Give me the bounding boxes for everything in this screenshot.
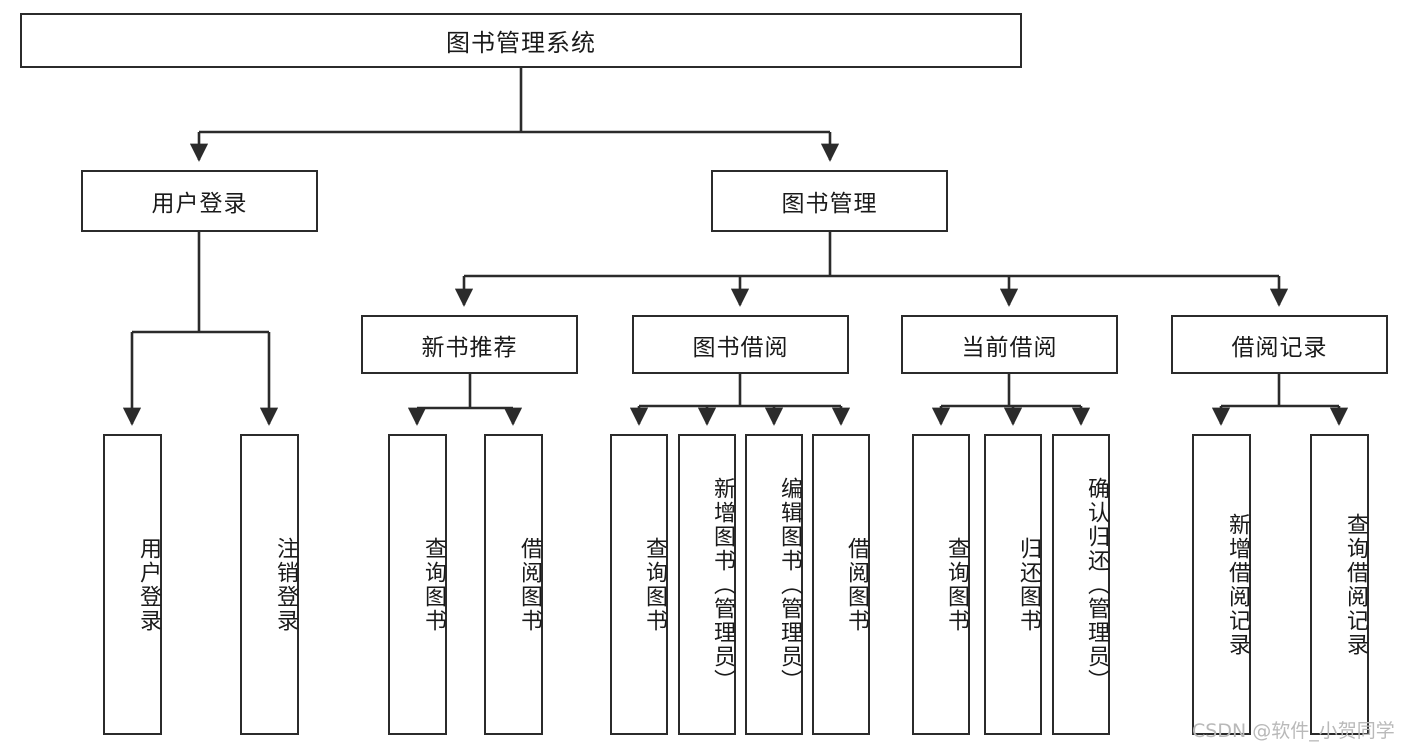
node-book-manage[interactable]: 图书管理 xyxy=(711,170,948,232)
node-user-login[interactable]: 用户登录 xyxy=(81,170,318,232)
node-book-borrow[interactable]: 图书借阅 xyxy=(632,315,849,374)
node-borrow-record[interactable]: 借阅记录 xyxy=(1171,315,1388,374)
leaf-borrow-book-1[interactable]: 借阅图书 xyxy=(484,434,543,735)
node-current-borrow[interactable]: 当前借阅 xyxy=(901,315,1118,374)
node-root[interactable]: 图书管理系统 xyxy=(20,13,1022,68)
leaf-confirm-return[interactable]: 确认归还（管理员） xyxy=(1052,434,1110,735)
leaf-add-book[interactable]: 新增图书（管理员） xyxy=(678,434,736,735)
leaf-query-book-2[interactable]: 查询图书 xyxy=(610,434,668,735)
node-new-book-rec[interactable]: 新书推荐 xyxy=(361,315,578,374)
leaf-user-login[interactable]: 用户登录 xyxy=(103,434,162,735)
leaf-return-book[interactable]: 归还图书 xyxy=(984,434,1042,735)
leaf-query-record[interactable]: 查询借阅记录 xyxy=(1310,434,1369,735)
leaf-query-book-3[interactable]: 查询图书 xyxy=(912,434,970,735)
leaf-borrow-book-2[interactable]: 借阅图书 xyxy=(812,434,870,735)
leaf-edit-book[interactable]: 编辑图书（管理员） xyxy=(745,434,803,735)
csdn-watermark: CSDN @软件_小贺同学 xyxy=(1192,720,1395,742)
leaf-query-book-1[interactable]: 查询图书 xyxy=(388,434,447,735)
leaf-add-record[interactable]: 新增借阅记录 xyxy=(1192,434,1251,735)
leaf-logout[interactable]: 注销登录 xyxy=(240,434,299,735)
